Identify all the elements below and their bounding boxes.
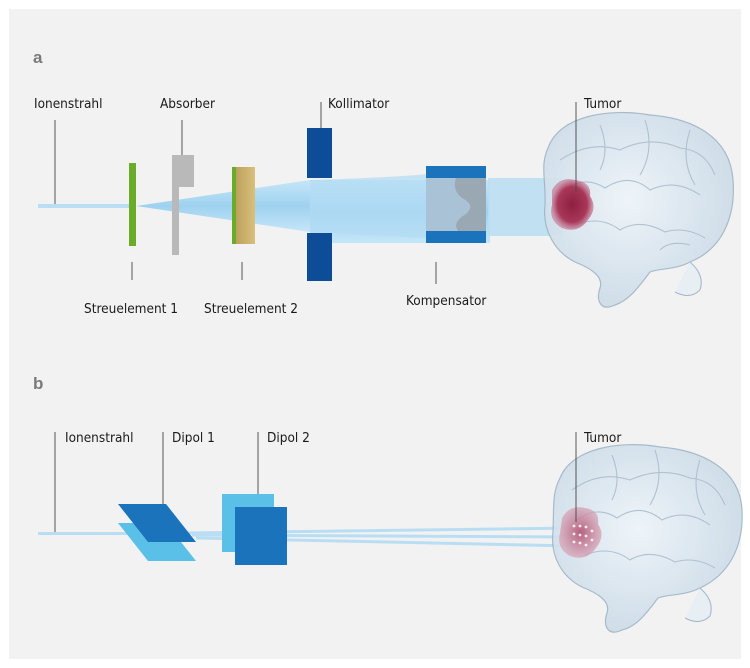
label-dipole-1: Dipol 1 (172, 430, 215, 446)
brain-a (543, 111, 734, 308)
label-tumor-b: Tumor (583, 430, 621, 446)
collimator-bottom (307, 233, 332, 281)
panel-a-letter: a (33, 48, 43, 67)
brain-b (551, 444, 743, 633)
absorber (172, 155, 194, 187)
label-ion-beam-a: Ionenstrahl (34, 96, 102, 112)
label-tumor-a: Tumor (583, 96, 621, 112)
tumor-b-dots (572, 524, 594, 547)
tumor-b (559, 507, 602, 558)
scatter-element-2 (232, 167, 255, 244)
label-dipole-2: Dipol 2 (267, 430, 310, 446)
label-scatter-element-1: Streuelement 1 (84, 301, 178, 317)
label-absorber: Absorber (160, 96, 215, 112)
tumor-a (551, 179, 594, 230)
ion-beam-b (38, 532, 188, 535)
label-compensator: Kompensator (406, 293, 486, 309)
dipole-1 (118, 504, 196, 542)
beam-cone (136, 180, 310, 232)
dipole-2 (235, 507, 287, 565)
label-ion-beam-b: Ionenstrahl (65, 430, 133, 446)
scatter-element-1 (129, 163, 136, 246)
compensator (426, 166, 486, 243)
ion-beam-a (38, 204, 133, 208)
panel-b-letter: b (33, 374, 43, 393)
label-collimator: Kollimator (328, 96, 389, 112)
label-scatter-element-2: Streuelement 2 (204, 301, 298, 317)
collimator-top (307, 128, 332, 178)
